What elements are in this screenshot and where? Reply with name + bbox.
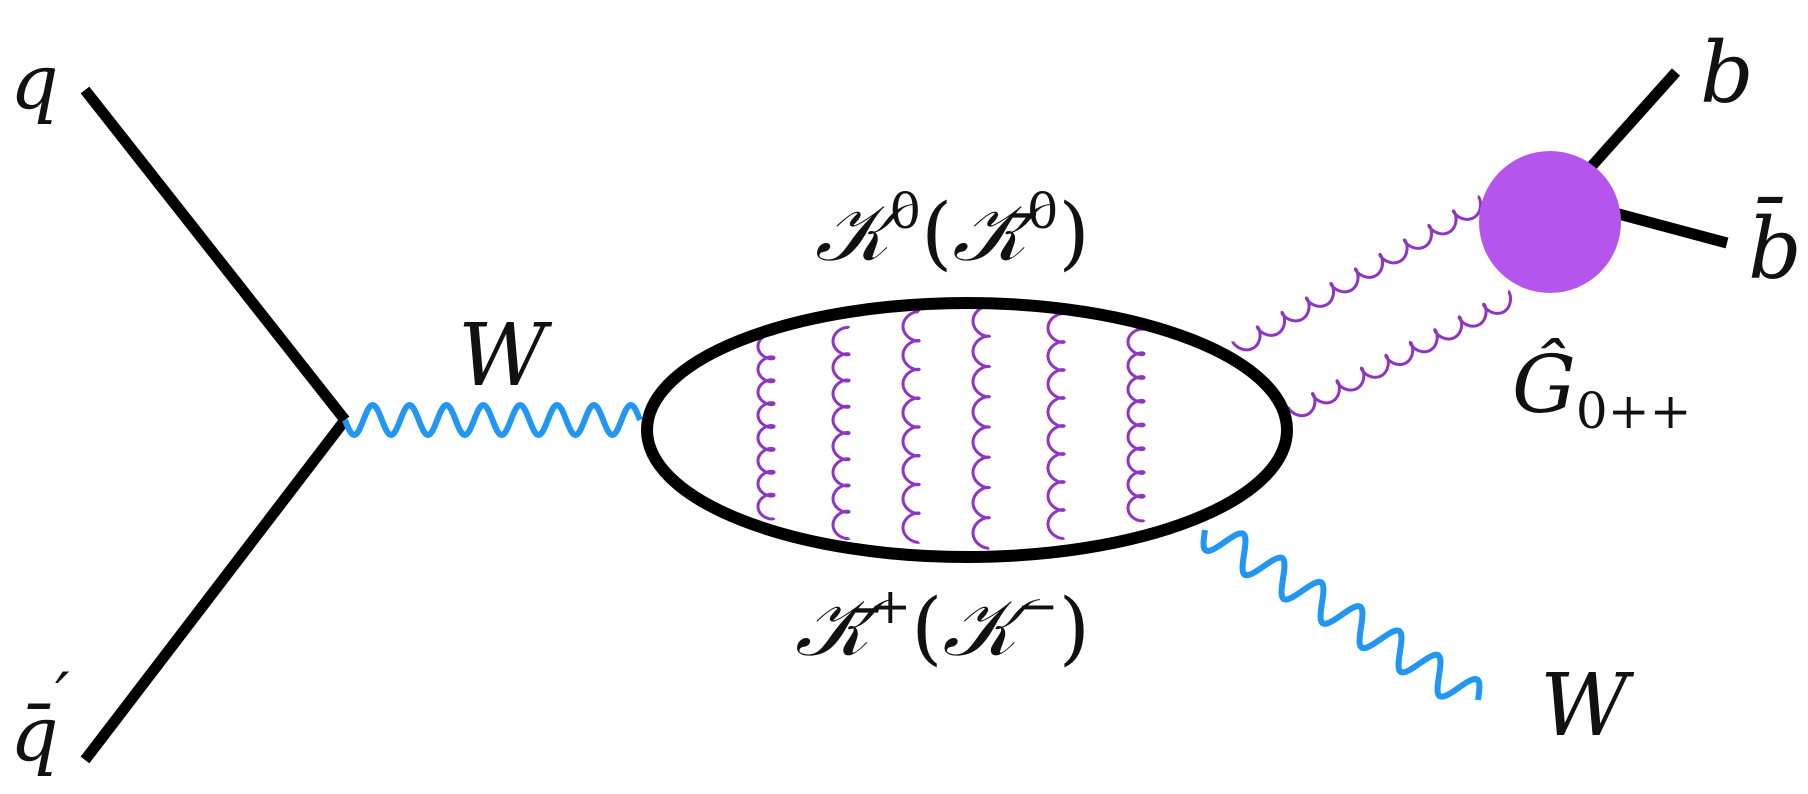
label-k-top-sup: 0 <box>889 182 921 240</box>
label-k-top-bar-sup: 0 <box>1027 182 1059 240</box>
label-k-top: 𝒦0(𝒦̄0) <box>815 182 1090 279</box>
label-k-top-paren-close: ) <box>1059 186 1090 279</box>
inner-gluon-6 <box>1126 327 1146 523</box>
w-boson-left <box>342 401 643 439</box>
meson-loop-ellipse <box>641 297 1293 563</box>
label-ghat-main: Ĝ <box>1512 337 1576 431</box>
quark-line-qbar <box>80 416 350 764</box>
label-qbar: q̄ <box>10 689 59 778</box>
gluon-out-lower <box>1286 289 1513 418</box>
label-k-top-paren-open: ( <box>921 186 952 279</box>
inner-gluon-1 <box>756 332 776 521</box>
label-k-bottom-paren-open: ( <box>911 581 942 674</box>
label-w-left: W <box>458 306 553 406</box>
label-bbar: b̄ <box>1748 196 1802 298</box>
label-ghat-sub: 0++ <box>1576 382 1692 440</box>
label-q: q <box>10 37 59 126</box>
label-k-bottom: 𝒦̄+(𝒦−) <box>795 577 1090 674</box>
label-qbar-prime: ′ <box>55 660 70 734</box>
inner-gluon-5 <box>1046 312 1066 540</box>
inner-gluon-4 <box>971 304 992 550</box>
label-k-bottom-inner-sup: − <box>1017 577 1059 635</box>
b-quark-line <box>1585 68 1681 172</box>
label-k-bottom-paren-close: ) <box>1059 581 1090 674</box>
label-b: b <box>1700 24 1754 122</box>
inner-gluon-3 <box>901 310 921 544</box>
gluon-out-upper <box>1231 195 1483 352</box>
label-k-bottom-sup: + <box>869 577 911 635</box>
w-boson-right <box>1200 529 1483 701</box>
quark-line-q <box>80 86 350 424</box>
inner-gluon-group <box>756 304 1146 550</box>
inner-gluon-2 <box>831 325 851 541</box>
bbar-quark-line <box>1613 207 1729 249</box>
label-ghat: Ĝ0++ <box>1512 337 1692 440</box>
label-w-right: W <box>1540 656 1635 756</box>
glueball-blob <box>1479 151 1621 293</box>
